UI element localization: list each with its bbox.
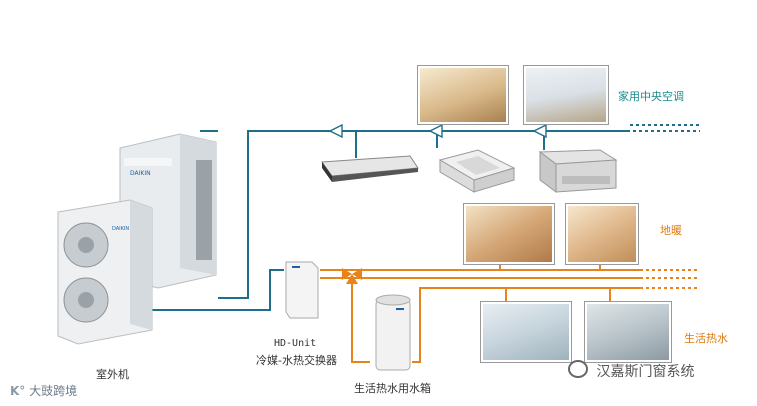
svg-text:DAIKIN: DAIKIN (112, 226, 129, 232)
ducted-indoor-unit (321, 155, 419, 182)
flow-arrows (328, 123, 547, 139)
outdoor-unit-small: DAIKIN (57, 199, 153, 345)
hot-water-label: 生活热水 (684, 332, 728, 345)
floor-heating-photo-2 (566, 204, 638, 264)
svg-text:DAIKIN: DAIKIN (130, 170, 151, 177)
hot-water-photo-1 (481, 302, 571, 362)
tank-label: 生活热水用水箱 (354, 382, 431, 395)
k-logo-icon: K° (10, 384, 26, 398)
right-watermark: 汉嘉斯门窗系统 (568, 360, 694, 381)
right-watermark-text: 汉嘉斯门窗系统 (596, 364, 695, 380)
water-lines (320, 262, 640, 363)
wechat-icon (568, 360, 588, 378)
hot-water-tank (375, 294, 411, 371)
three-way-valve (342, 268, 362, 284)
floor-heating-photo-1 (464, 204, 554, 264)
home-ac-label: 家用中央空调 (618, 90, 684, 103)
left-watermark: K° 大豉跨境 (10, 382, 77, 399)
living-room-photo-2 (524, 66, 608, 124)
ceiling-indoor-unit (538, 149, 618, 193)
hd-unit (285, 261, 319, 319)
hd-unit-desc: 冷媒-水热交换器 (256, 354, 337, 367)
cassette-indoor-unit (438, 149, 516, 193)
hd-unit-name: HD-Unit (274, 338, 317, 349)
outdoor-unit-label: 室外机 (96, 368, 129, 381)
left-watermark-text: 大豉跨境 (29, 384, 78, 398)
living-room-photo-1 (418, 66, 508, 124)
floor-heat-label: 地暖 (660, 224, 682, 237)
hot-water-photo-2 (585, 302, 671, 362)
